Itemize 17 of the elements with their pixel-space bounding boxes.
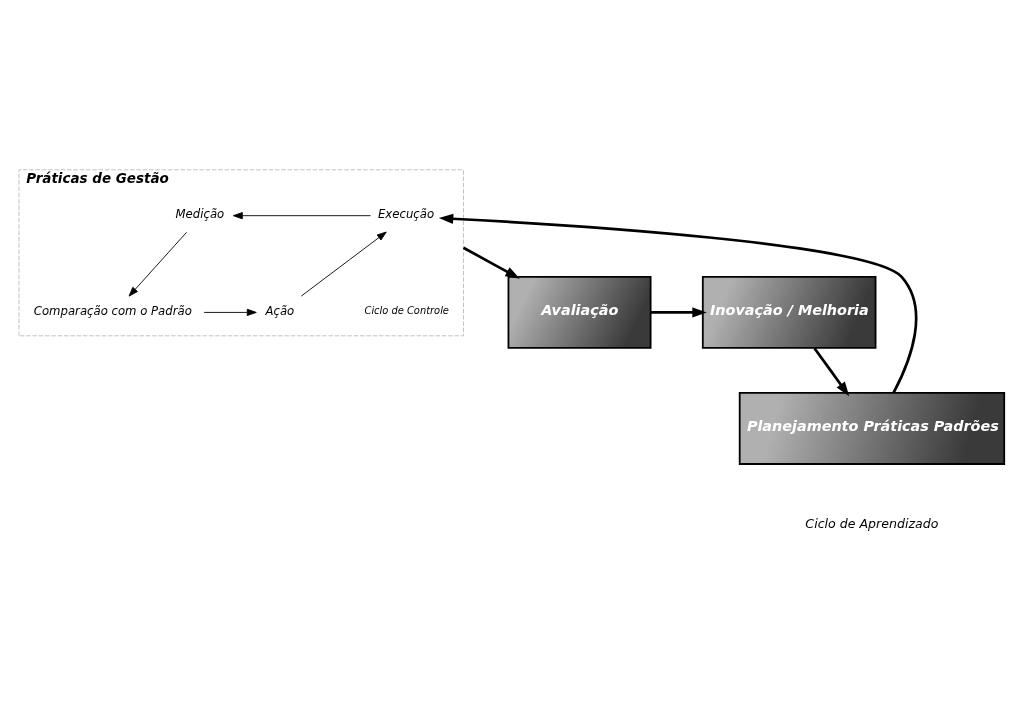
node-text: Comparação com o Padrão	[33, 303, 192, 318]
arrow	[462, 246, 520, 279]
arrow	[813, 346, 850, 396]
arrow	[650, 306, 707, 317]
node-box: Avaliação	[507, 275, 652, 349]
node-box: Planejamento Práticas Padrões	[738, 391, 1006, 465]
label: Ciclo de Controle	[364, 304, 449, 316]
arrow	[232, 211, 371, 219]
arrow	[438, 213, 918, 393]
node-text: Medição	[175, 206, 225, 221]
node-box: Inovação / Melhoria	[701, 275, 877, 349]
node-text: Ação	[265, 303, 295, 318]
arrow	[128, 231, 188, 297]
node-text: Execução	[377, 206, 435, 221]
label: Ciclo de Aprendizado	[805, 515, 939, 531]
arrow	[300, 231, 387, 296]
arrow	[203, 308, 257, 316]
